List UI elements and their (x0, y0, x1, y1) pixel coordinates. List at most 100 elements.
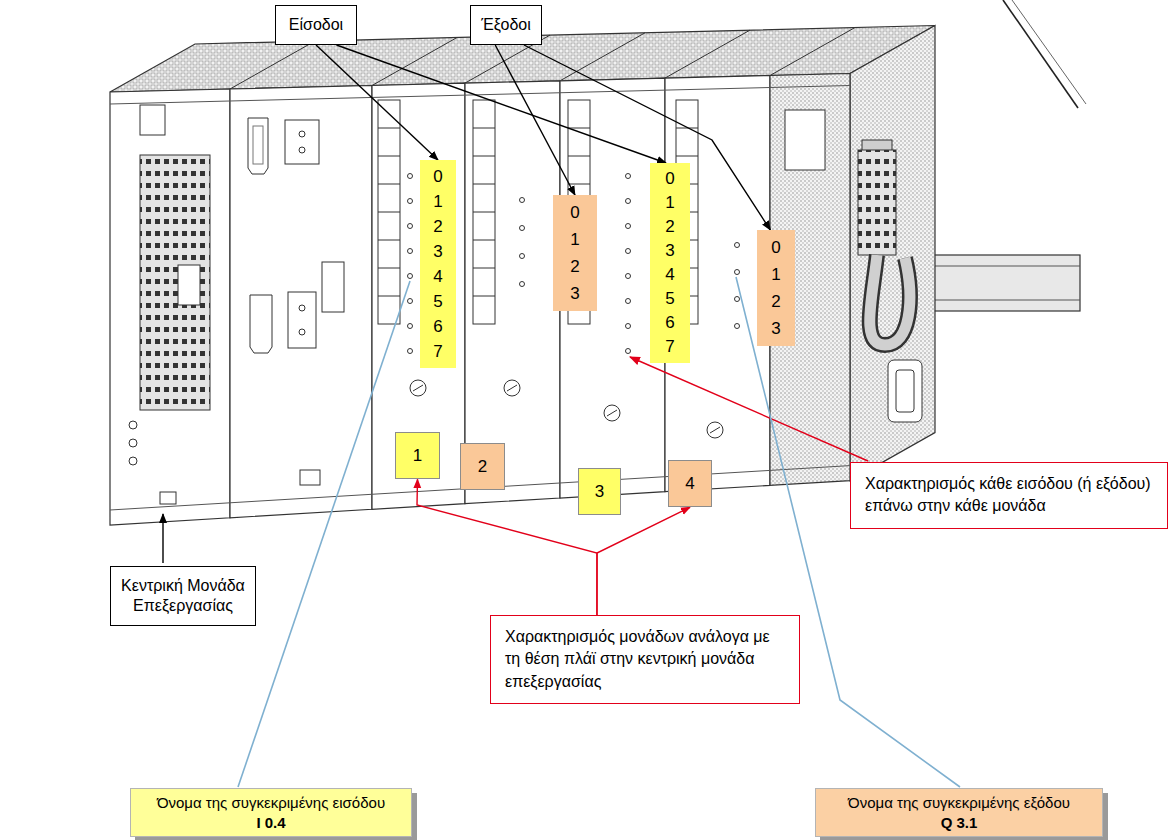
callout-box: Χαρακτηρισμός κάθε εισόδου (ή εξόδου) επ… (850, 462, 1168, 529)
status-led (626, 249, 631, 254)
status-led (626, 224, 631, 229)
interface-module (299, 329, 305, 335)
slot-number: 2 (460, 443, 505, 490)
address-dial (607, 410, 617, 416)
rack-side (870, 255, 910, 345)
leader-line (162, 514, 163, 563)
caption-box: Είσοδοι (275, 5, 357, 45)
status-led (735, 297, 740, 302)
din-rail (935, 266, 1080, 300)
cpu-module (160, 492, 176, 504)
interface-module (285, 120, 319, 164)
top-cable (1012, 0, 1086, 104)
status-led (520, 254, 525, 259)
label-text: 0 1 2 3 (566, 199, 584, 307)
label-text: Όνομα της συγκεκριμένης εξόδου (824, 793, 1094, 813)
address-dial (707, 422, 723, 438)
status-led (408, 224, 413, 229)
status-led (408, 249, 413, 254)
label-text: 1 (400, 445, 435, 466)
callout-box: Χαρακτηρισμός μονάδων ανάλογα με τη θέση… (490, 615, 800, 704)
status-led (408, 349, 413, 354)
label-text: Είσοδοι (282, 15, 350, 35)
cpu-module (129, 439, 137, 447)
address-strip: 0 1 2 3 4 5 6 7 (420, 160, 456, 368)
status-led (520, 226, 525, 231)
label-text: I 0.4 (139, 813, 403, 833)
cpu-module (140, 105, 165, 135)
module-housing (110, 86, 850, 511)
interface-module (248, 118, 344, 485)
cpu-module (140, 155, 210, 410)
address-dial (710, 427, 720, 433)
top-cable (1003, 0, 1086, 108)
leader-line (630, 357, 868, 461)
interface-module (299, 147, 305, 153)
interface-module (300, 470, 320, 485)
status-led (408, 174, 413, 179)
io-module (473, 100, 495, 324)
leader-line (163, 277, 960, 787)
label-text: Q 3.1 (824, 813, 1094, 833)
label-text: 4 (673, 473, 707, 494)
interface-module (250, 295, 272, 353)
status-led (626, 274, 631, 279)
connector-arrow (597, 507, 690, 615)
label-text: Κεντρική Μονάδα Επεξεργασίας (117, 576, 249, 616)
label-text: 3 (583, 481, 616, 502)
rack-side (850, 26, 935, 481)
module-housing (110, 74, 850, 526)
cpu-module (129, 421, 137, 429)
module-housing (110, 89, 230, 525)
io-module (473, 128, 495, 296)
status-led (520, 282, 525, 287)
label-text: 0 1 2 3 4 5 6 7 (661, 167, 679, 359)
rack-side (896, 370, 914, 412)
top-cable (1003, 0, 1078, 108)
label-text: Χαρακτηρισμός κάθε εισόδου (ή εξόδου) επ… (865, 473, 1153, 518)
label-text: Όνομα της συγκεκριμένης εισόδου (139, 793, 403, 813)
address-strip: 0 1 2 3 (553, 195, 597, 311)
name-tag: Όνομα της συγκεκριμένης εξόδουQ 3.1 (815, 788, 1103, 837)
address-dial (410, 380, 723, 438)
address-dial (410, 380, 426, 396)
label-text: 0 1 2 3 4 5 6 7 (429, 164, 447, 364)
caption-box: Έξοδοι (470, 5, 542, 45)
status-led (408, 199, 413, 204)
module-housing (465, 81, 560, 504)
rack-side (858, 150, 896, 255)
connector-arrow (417, 479, 597, 615)
label-text: Έξοδοι (477, 15, 535, 35)
slot-number: 1 (395, 432, 440, 479)
cpu-module (129, 457, 137, 465)
slot-number: 3 (578, 468, 621, 515)
caption-box: Κεντρική Μονάδα Επεξεργασίας (110, 566, 256, 626)
label-text: 2 (465, 456, 500, 477)
status-led (626, 324, 631, 329)
address-dial (507, 385, 517, 391)
name-tag: Όνομα της συγκεκριμένης εισόδουI 0.4 (130, 788, 412, 837)
connector-arrow (316, 45, 438, 160)
module-housing (372, 83, 465, 509)
interface-module (253, 126, 263, 164)
io-module (785, 110, 825, 170)
label-text: Χαρακτηρισμός μονάδων ανάλογα με τη θέση… (505, 626, 785, 693)
cpu-module (129, 105, 210, 504)
status-led (626, 174, 631, 179)
address-dial (504, 380, 520, 396)
rack-side (888, 360, 922, 422)
address-dial (604, 405, 620, 421)
status-led (735, 324, 740, 329)
io-module (378, 100, 400, 324)
rack-side (870, 255, 910, 345)
status-led (408, 324, 413, 329)
interface-module (322, 262, 344, 312)
interface-module (299, 131, 305, 137)
cpu-module (178, 265, 200, 305)
connector-group (316, 45, 770, 615)
status-led (735, 243, 740, 248)
connector-arrow (495, 45, 575, 195)
